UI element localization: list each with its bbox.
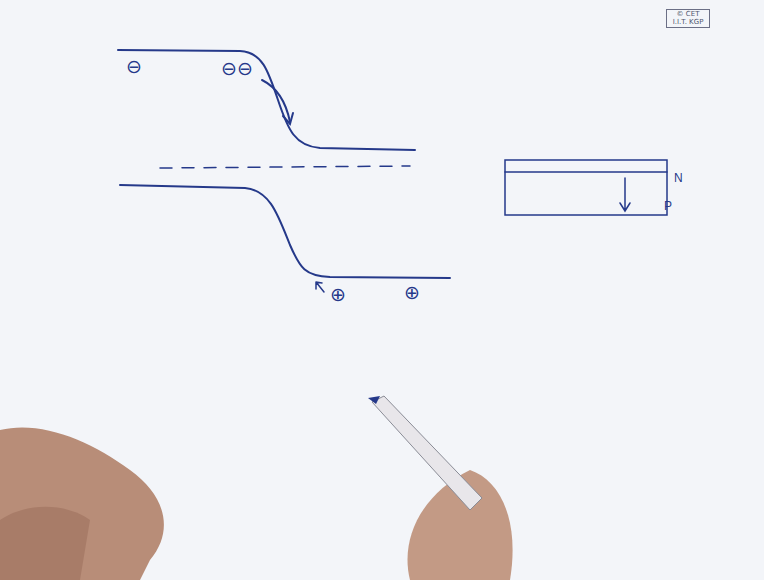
- charge-symbol: ⊖: [237, 59, 253, 78]
- valence-band: [120, 185, 450, 278]
- depth-arrow: [620, 178, 630, 211]
- region-letter: N: [674, 172, 683, 184]
- charge-symbol: ⊕: [330, 285, 346, 304]
- watermark-text: © CET I.I.T. KGP: [669, 11, 707, 26]
- left-hand-shadow: [0, 507, 90, 580]
- hands: [0, 396, 513, 580]
- hole-arrow: [316, 282, 324, 292]
- arrow-head: [283, 113, 293, 124]
- region-letter: P: [664, 200, 672, 212]
- charge-symbol: ⊖: [126, 57, 142, 76]
- electron-arrow: [262, 80, 290, 122]
- junction-line: [505, 171, 667, 173]
- watermark-box: © CET I.I.T. KGP: [666, 9, 710, 28]
- left-hand: [0, 427, 164, 580]
- junction-block: [505, 160, 667, 215]
- charge-symbol: ⊕: [404, 283, 420, 302]
- fermi-level: [160, 166, 410, 168]
- pen-tip: [368, 396, 380, 404]
- pen: [372, 396, 482, 510]
- conduction-band: [118, 50, 415, 150]
- charge-symbol: ⊖: [221, 59, 237, 78]
